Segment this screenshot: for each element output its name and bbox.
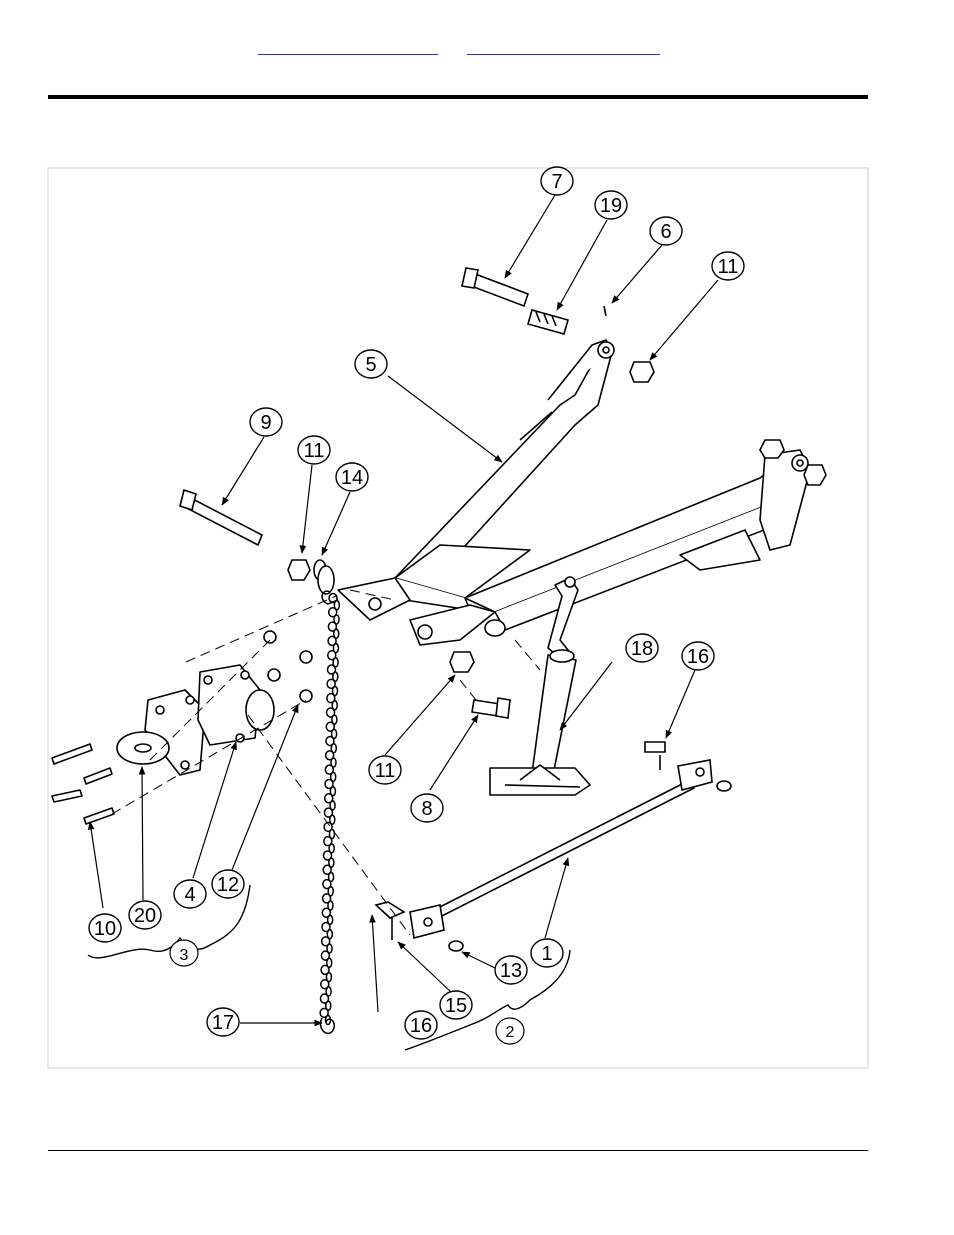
- callout-11-top: 11: [712, 252, 744, 280]
- svg-text:2: 2: [506, 1024, 515, 1041]
- callout-6: 6: [650, 217, 682, 245]
- callout-5: 5: [355, 350, 387, 378]
- callout-8: 8: [411, 794, 443, 822]
- svg-text:16: 16: [687, 646, 709, 668]
- svg-text:15: 15: [445, 995, 467, 1017]
- svg-text:10: 10: [94, 918, 116, 940]
- callout-14: 14: [336, 463, 368, 491]
- callout-2: 2: [496, 1018, 524, 1044]
- svg-text:7: 7: [551, 171, 562, 193]
- svg-text:18: 18: [631, 638, 653, 660]
- long-bolt-part: [180, 490, 334, 594]
- callout-11-lower: 11: [369, 756, 401, 784]
- safety-chain-part: [320, 591, 339, 1033]
- callout-15: 15: [440, 991, 472, 1019]
- callout-11-left: 11: [298, 436, 330, 464]
- svg-text:11: 11: [304, 440, 325, 462]
- callout-4: 4: [174, 880, 206, 908]
- svg-text:9: 9: [260, 412, 271, 434]
- svg-text:17: 17: [212, 1012, 234, 1034]
- callout-13: 13: [495, 956, 527, 984]
- callout-12: 12: [212, 870, 244, 898]
- svg-text:14: 14: [341, 467, 363, 489]
- callout-16-left: 16: [405, 1011, 437, 1039]
- callout-9: 9: [250, 408, 282, 436]
- svg-text:4: 4: [184, 884, 195, 906]
- callout-1: 1: [531, 939, 563, 967]
- svg-text:20: 20: [134, 905, 156, 927]
- callout-16-right: 16: [682, 642, 714, 670]
- hitch-adapter-part: [52, 631, 312, 824]
- svg-text:12: 12: [217, 874, 239, 896]
- callout-19: 19: [595, 191, 627, 219]
- svg-text:5: 5: [365, 354, 376, 376]
- callout-10: 10: [89, 914, 121, 942]
- svg-text:16: 16: [410, 1015, 432, 1037]
- callout-7: 7: [541, 167, 573, 195]
- callout-18: 18: [626, 634, 658, 662]
- callout-3: 3: [170, 940, 198, 966]
- callout-17: 17: [207, 1008, 239, 1036]
- svg-text:3: 3: [180, 947, 189, 964]
- svg-text:13: 13: [500, 960, 522, 982]
- svg-text:8: 8: [421, 798, 432, 820]
- svg-text:1: 1: [541, 943, 552, 965]
- svg-text:11: 11: [375, 760, 396, 782]
- svg-text:6: 6: [660, 221, 671, 243]
- svg-text:11: 11: [718, 256, 739, 278]
- callout-20: 20: [129, 901, 161, 929]
- svg-text:19: 19: [600, 195, 622, 217]
